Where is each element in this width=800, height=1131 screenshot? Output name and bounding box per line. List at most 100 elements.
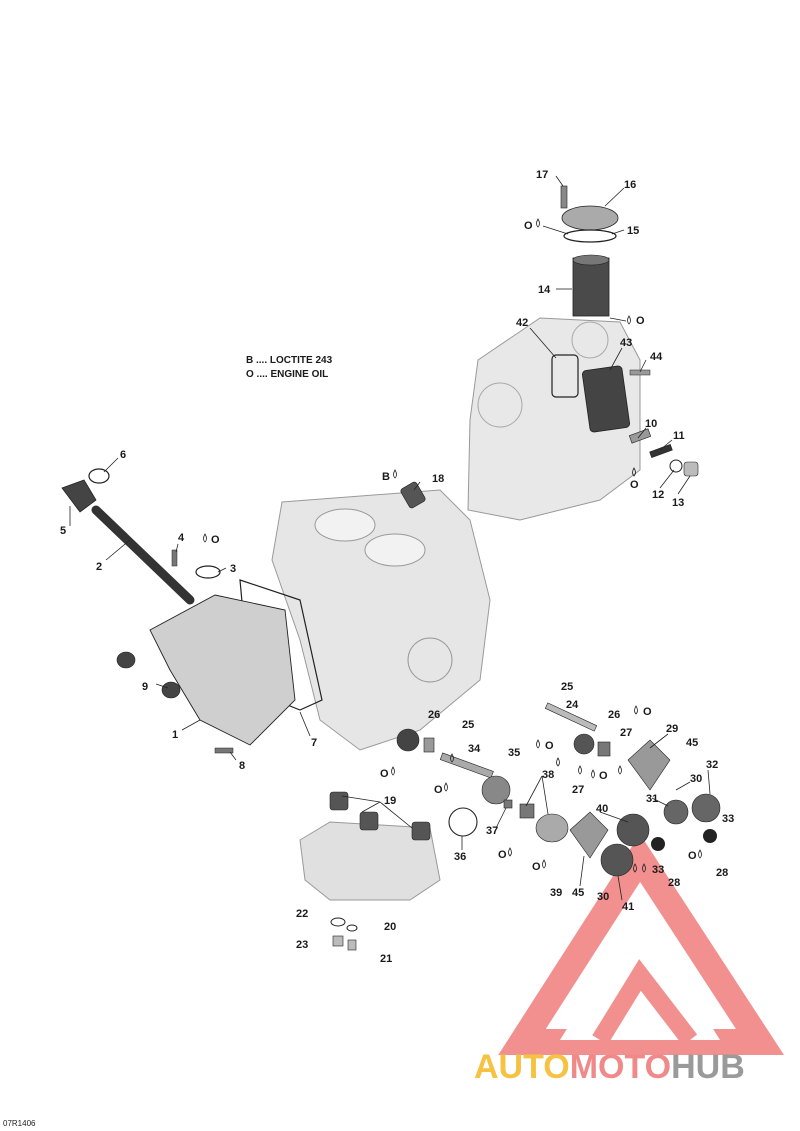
callout-27b: 27 [572,784,584,796]
callout-7: 7 [311,737,317,749]
callout-36: 36 [454,851,466,863]
callout-9: 9 [142,681,148,693]
callout-17: 17 [536,169,548,181]
dipstick-tube-2 [91,505,195,605]
bolt-17 [560,185,568,209]
callout-41: 41 [622,901,634,913]
oil-marker [618,765,622,775]
svg-text:O: O [211,534,220,546]
callout-34: 34 [468,743,481,755]
callout-28b: 28 [716,867,728,879]
svg-text:O: O [630,479,639,491]
washer-33a [651,837,665,851]
callout-33a: 33 [652,864,664,876]
callout-32: 32 [706,759,718,771]
crankcase-cover [467,317,641,521]
washer-12 [669,459,683,473]
svg-text:O: O [380,768,389,780]
callout-37: 37 [486,825,498,837]
pin-37 [503,799,513,809]
plug-23 [332,935,344,947]
callout-44: 44 [650,351,663,363]
oil-marker [578,765,582,775]
legend-loctite: B .... LOCTITE 243 [246,355,333,366]
callout-8: 8 [239,760,245,772]
gasket-42 [551,354,579,398]
pump-cover-39 [569,811,609,859]
oil-marker: O [532,859,546,873]
filter-screen-19c [411,821,431,841]
oil-marker [556,757,560,767]
callout-29: 29 [666,723,678,735]
watermark-logo [498,834,784,1055]
rotor-38a [519,803,535,819]
callout-13: 13 [672,497,684,509]
o-ring-6 [88,468,110,484]
o-ring-3 [195,565,221,579]
brand-part-2: MOTO [569,1048,672,1086]
callout-12: 12 [652,489,664,501]
plug-13 [683,461,699,477]
callout-30a: 30 [690,773,702,785]
oil-filter-cap-16 [561,205,619,231]
callout-labels: 1 2 3 4 5 6 7 8 9 10 11 12 13 14 15 16 1… [60,169,734,965]
brand-part-3: HUB [671,1048,745,1086]
filter-screen-19a [329,791,349,811]
washer-33b [703,829,717,843]
leader-lines [69,175,711,901]
callout-11: 11 [673,430,685,442]
callout-35: 35 [508,747,520,759]
o-ring-15 [563,229,617,243]
oil-marker [633,863,637,873]
marker-symbols: O O O O O O O O O O O O B [203,218,702,873]
gear-40 [616,813,650,847]
bearing-26a [396,728,420,752]
plug-21 [347,939,357,951]
callout-3: 3 [230,563,236,575]
shaft-34 [439,752,494,779]
oil-filter-14 [572,257,610,317]
oil-marker: O [627,315,645,327]
legend-engine-oil: O .... ENGINE OIL [246,369,329,380]
rotor-38b [535,813,569,843]
callout-18: 18 [432,473,444,485]
callout-42: 42 [516,317,528,329]
key-26b [423,737,435,753]
callout-45a: 45 [686,737,698,749]
callout-38: 38 [542,769,554,781]
callout-21: 21 [380,953,392,965]
callout-15: 15 [627,225,639,237]
callout-31: 31 [646,793,658,805]
oil-marker: O [380,766,395,780]
shaft-24 [544,702,598,732]
callout-23: 23 [296,939,308,951]
callout-20: 20 [384,921,396,933]
washer-22 [330,917,346,927]
oil-marker [642,863,646,873]
oil-pump-housing [299,821,441,901]
callout-2: 2 [96,561,102,573]
callout-26a: 26 [428,709,440,721]
callout-5: 5 [60,525,66,537]
drawing-code: 07R1406 [3,1119,36,1128]
rotor-35 [481,775,511,805]
bolt-44 [629,369,651,376]
bolt-8 [214,747,234,754]
oil-marker: O [591,769,608,782]
callout-26b: 26 [608,709,620,721]
callout-1: 1 [172,729,178,741]
callout-24: 24 [566,699,579,711]
svg-text:O: O [498,849,507,861]
grommet-9b [161,681,181,699]
callout-4: 4 [178,532,185,544]
screw-18 [400,481,426,509]
callout-43: 43 [620,337,632,349]
gear-32 [691,793,721,823]
gear-41 [600,843,634,877]
oil-marker: O [634,705,652,718]
svg-text:O: O [524,220,533,232]
brand-part-1: AUTO [474,1048,570,1086]
grommet-9a [116,651,136,669]
key-27a [597,741,611,757]
